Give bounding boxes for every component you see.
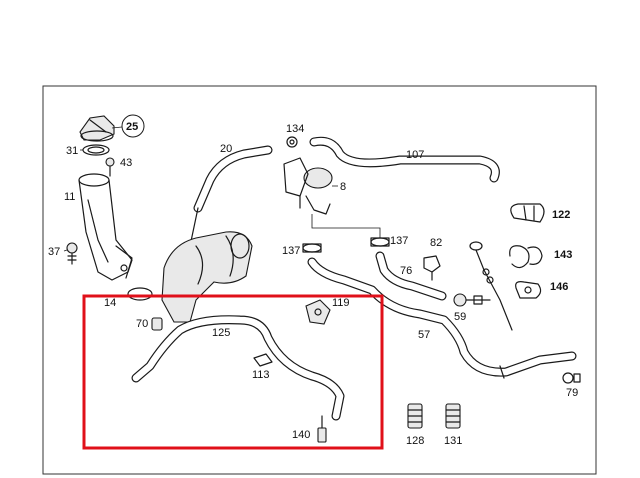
plug-70-part[interactable] — [151, 317, 163, 331]
bolt-43-part[interactable] — [105, 157, 115, 177]
label-76: 76 — [400, 265, 412, 277]
screw-37-part[interactable] — [66, 242, 78, 265]
hose-125-part[interactable] — [131, 315, 345, 421]
label-134: 134 — [286, 123, 304, 135]
clip-122-part[interactable] — [510, 203, 545, 223]
label-137-right: 137 — [390, 235, 408, 247]
label-143: 143 — [554, 249, 572, 261]
seal-ring-part[interactable] — [82, 144, 110, 156]
dipstick-part[interactable] — [469, 241, 513, 331]
connector-119-part[interactable] — [305, 299, 331, 325]
hose-107-part[interactable] — [309, 136, 500, 183]
diagram-frame — [42, 85, 597, 475]
valve-8-part[interactable] — [283, 157, 333, 215]
label-43: 43 — [120, 157, 132, 169]
clip-146-part[interactable] — [515, 281, 542, 299]
label-25: 25 — [126, 121, 138, 133]
label-82: 82 — [430, 237, 442, 249]
clamp-79-part[interactable] — [562, 372, 581, 384]
label-20: 20 — [220, 143, 232, 155]
fitting-59-part[interactable] — [453, 293, 491, 307]
hose-76-part[interactable] — [375, 251, 447, 301]
clamp-82-part[interactable] — [423, 255, 441, 281]
label-14: 14 — [104, 297, 116, 309]
hose-57-part[interactable] — [307, 257, 577, 379]
label-11: 11 — [64, 191, 75, 203]
label-113: 113 — [252, 369, 270, 381]
label-31: 31 — [66, 145, 78, 157]
label-37: 37 — [48, 246, 60, 258]
clamp-137a-part[interactable] — [302, 243, 322, 253]
filler-cap-part[interactable] — [79, 115, 115, 142]
connector-131-part[interactable] — [445, 403, 461, 429]
label-125: 125 — [212, 327, 230, 339]
filler-neck-part[interactable] — [78, 173, 133, 281]
clamp-137b-part[interactable] — [370, 237, 390, 247]
label-79: 79 — [566, 387, 578, 399]
label-131: 131 — [444, 435, 462, 447]
label-146: 146 — [550, 281, 568, 293]
clip-143-part[interactable] — [509, 245, 543, 269]
label-137-left: 137 — [282, 245, 300, 257]
label-59: 59 — [454, 311, 466, 323]
label-8: 8 — [340, 181, 346, 193]
connector-housing-part[interactable] — [161, 231, 253, 323]
connector-128-part[interactable] — [407, 403, 423, 429]
clamp-113-part[interactable] — [253, 353, 273, 367]
label-107: 107 — [406, 149, 424, 161]
clamp-134-part[interactable] — [286, 136, 298, 148]
fitting-140-part[interactable] — [317, 415, 327, 443]
label-128: 128 — [406, 435, 424, 447]
label-70: 70 — [136, 318, 148, 330]
o-ring-14-part[interactable] — [127, 287, 153, 301]
callout-circle-25 — [121, 114, 145, 138]
label-57: 57 — [418, 329, 430, 341]
label-119: 119 — [332, 297, 350, 309]
highlight-box — [82, 294, 384, 450]
label-140: 140 — [292, 429, 310, 441]
label-122: 122 — [552, 209, 570, 221]
